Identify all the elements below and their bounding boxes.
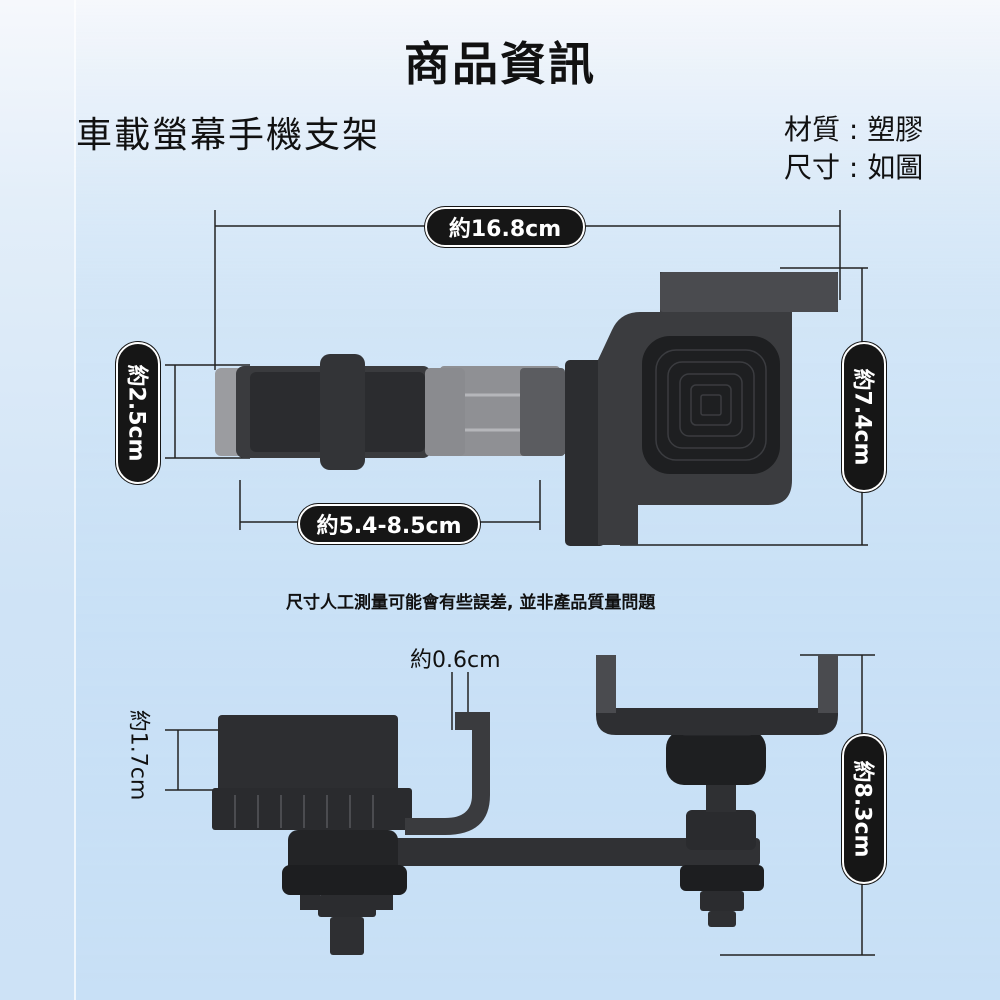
spec-separator: : [848, 151, 859, 184]
dimension-clip-height-label: 約1.7cm [125, 709, 151, 801]
spec-size-label: 尺寸 [784, 151, 841, 184]
spec-size-value: 如圖 [867, 151, 924, 184]
dimension-grip-height-label: 約2.5cm [123, 364, 149, 462]
dimension-grip-range-pill: 約5.4-8.5cm [298, 504, 480, 544]
dimension-width-pill: 約16.8cm [425, 207, 585, 247]
top-view-product [215, 272, 838, 546]
dimension-width-label: 約16.8cm [448, 217, 562, 242]
spec-material-label: 材質 [784, 113, 841, 146]
dimension-body-height-label: 約7.4cm [849, 368, 875, 466]
dimension-total-height-label: 約8.3cm [849, 760, 875, 858]
spec-material-value: 塑膠 [867, 113, 924, 146]
dimension-grip-range-label: 約5.4-8.5cm [316, 514, 462, 539]
spec-material: 材質 : 塑膠 [784, 108, 923, 148]
dimension-total-height-pill: 約8.3cm [842, 734, 886, 884]
spec-size: 尺寸 : 如圖 [784, 146, 923, 186]
side-view-product [212, 655, 838, 955]
spec-separator: : [848, 113, 859, 146]
dimension-body-height-pill: 約7.4cm [842, 342, 886, 492]
dimension-thickness-label: 約0.6cm [410, 648, 501, 673]
measurement-note-text: 尺寸人工測量可能會有些誤差, 並非產品質量問題 [286, 593, 656, 613]
product-name: 車載螢幕手機支架 [76, 115, 381, 156]
page-title: 商品資訊 [404, 37, 596, 91]
dimension-clip-height: 約1.7cm [125, 700, 155, 810]
dimension-grip-height-pill: 約2.5cm [116, 342, 160, 484]
